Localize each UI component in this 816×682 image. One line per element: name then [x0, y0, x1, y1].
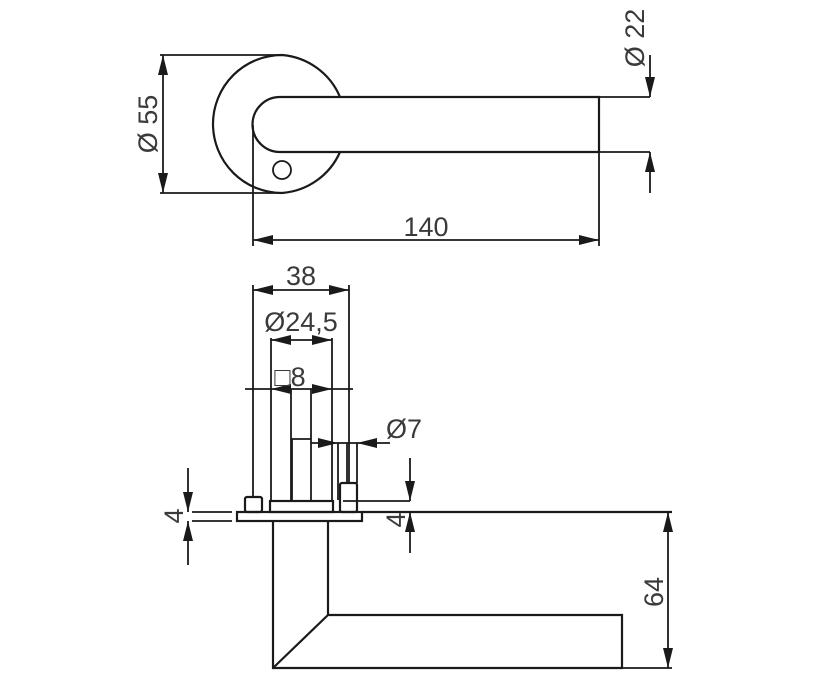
lever-side-profile [271, 521, 624, 670]
right-screw [338, 481, 359, 514]
dim-lever-diameter: Ø 22 [620, 9, 650, 68]
dim-plate-right: 4 [381, 512, 411, 527]
dim-screw-diameter: Ø7 [386, 414, 422, 444]
left-screw [243, 495, 264, 514]
top-view: Ø 55 Ø 22 140 [133, 9, 655, 246]
fixing-hole [272, 160, 292, 180]
dim-lever-length: 140 [403, 212, 448, 242]
rose-outline [211, 53, 342, 195]
base-plate [235, 510, 364, 523]
side-view: 38 Ø24,5 □8 Ø7 4 [159, 261, 673, 670]
dim-lever-projection: 64 [639, 577, 669, 607]
dim-plate-left: 4 [159, 508, 189, 523]
dim-boss-diameter: Ø24,5 [264, 307, 338, 337]
dim-spindle-square: □8 [274, 362, 305, 392]
dim-rose-diameter: Ø 55 [133, 95, 163, 154]
dim-rose-width: 38 [286, 261, 316, 291]
lever-body [251, 95, 601, 154]
rose-boss [268, 499, 335, 514]
